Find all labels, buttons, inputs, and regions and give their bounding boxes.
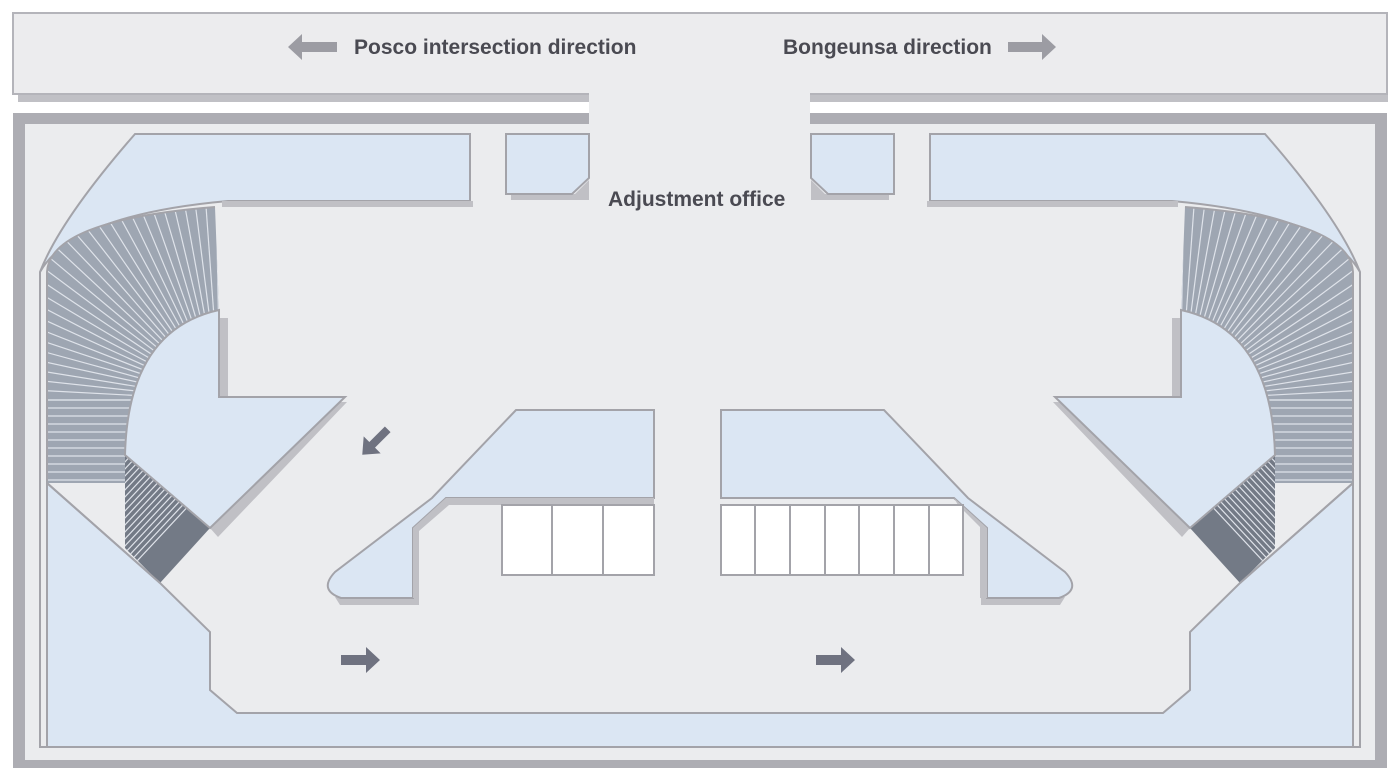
left-ramp-light — [47, 207, 219, 483]
ramp-line — [1231, 266, 1353, 370]
ramp-line — [1238, 344, 1353, 388]
right-ramp-light — [1181, 207, 1353, 483]
ramp-line — [173, 207, 210, 342]
ramp-line — [47, 266, 169, 370]
left-ramp-outline — [46, 206, 216, 584]
ramp-line — [47, 279, 168, 373]
ramp-line — [119, 207, 198, 345]
ramp-line — [125, 455, 210, 572]
ramp-line — [1239, 371, 1353, 395]
adjustment-office-label: Adjustment office — [608, 188, 785, 211]
top-right-wing-shadow — [927, 201, 1178, 207]
ramp-line — [47, 385, 161, 398]
ramp-line — [47, 255, 171, 368]
arrow-down-left-icon — [362, 426, 391, 455]
ramp-line — [1234, 291, 1353, 376]
center-right-block-inner-shadow — [954, 498, 987, 598]
left-booth — [505, 133, 590, 195]
ramp-line — [1235, 304, 1353, 379]
ramp-line — [47, 330, 163, 385]
street-band — [12, 12, 1388, 95]
arrow-right-icon — [1008, 34, 1056, 60]
ramp-line — [1183, 207, 1200, 341]
ramp-line — [1193, 207, 1241, 342]
street — [12, 12, 1388, 102]
arrow-right-icon — [816, 647, 855, 673]
ramp-line — [1196, 207, 1254, 343]
ramp-line — [146, 207, 204, 343]
center-left-block-inner-shadow — [413, 498, 654, 598]
ramp-line — [107, 207, 195, 347]
ramp-line — [1225, 232, 1353, 363]
ramp-line — [1190, 455, 1275, 583]
ramp-line — [125, 455, 210, 583]
right-inner-island — [1052, 308, 1277, 530]
ramp-line — [159, 207, 207, 342]
ramp-line — [200, 207, 217, 341]
building-walls — [13, 90, 1387, 768]
posco-direction-label: Posco intersection direction — [354, 36, 636, 59]
ramp-line — [1239, 357, 1353, 391]
ramp-line — [1208, 207, 1306, 348]
ramp-line — [1239, 385, 1353, 398]
left-inner-island — [123, 308, 348, 530]
ramp-line — [47, 344, 162, 388]
ramp-line — [1199, 207, 1268, 344]
right-ramp-outline — [1184, 206, 1354, 584]
right-stall-group-frame — [720, 504, 964, 576]
ramp-line — [1236, 317, 1353, 382]
ramp-line — [125, 455, 210, 583]
ramp-line — [47, 371, 161, 395]
ramp-line — [125, 455, 210, 579]
ramp-line — [1232, 279, 1353, 373]
left-stall-group-frame — [501, 504, 655, 576]
entrance-gap — [589, 90, 810, 130]
bongeunsa-direction-label: Bongeunsa direction — [783, 36, 992, 59]
ramp-line — [47, 232, 175, 363]
ramp-line — [1229, 255, 1353, 368]
ramp-line — [47, 243, 173, 365]
ramp-line — [47, 317, 164, 382]
ramp-line — [132, 207, 201, 344]
arrow-right-icon — [341, 647, 380, 673]
ramp-line — [125, 455, 210, 583]
ramp-line — [1227, 243, 1353, 365]
ramp-line — [1190, 207, 1227, 342]
ramp-line — [1186, 207, 1214, 341]
ramp-line — [1190, 455, 1275, 579]
ramp-line — [94, 207, 192, 348]
ramp-line — [47, 357, 161, 391]
ramp-line — [47, 291, 166, 376]
ramp-line — [1190, 455, 1275, 583]
ramp-line — [1190, 455, 1275, 572]
top-left-wing-shadow — [222, 201, 473, 207]
ramp-line — [1202, 207, 1281, 345]
left-stall-group — [501, 504, 655, 576]
ramp-line — [125, 455, 210, 583]
arrow-left-icon — [288, 34, 337, 60]
right-stall-group — [720, 504, 964, 576]
right-booth — [810, 133, 895, 195]
ramp-line — [47, 304, 165, 379]
ramp-line — [186, 207, 214, 341]
ramp-line — [1190, 455, 1275, 583]
ramp-line — [1237, 330, 1353, 385]
ramp-line — [1190, 455, 1275, 583]
right-ramp-lines — [1181, 207, 1353, 481]
ramp-line — [1205, 207, 1293, 347]
